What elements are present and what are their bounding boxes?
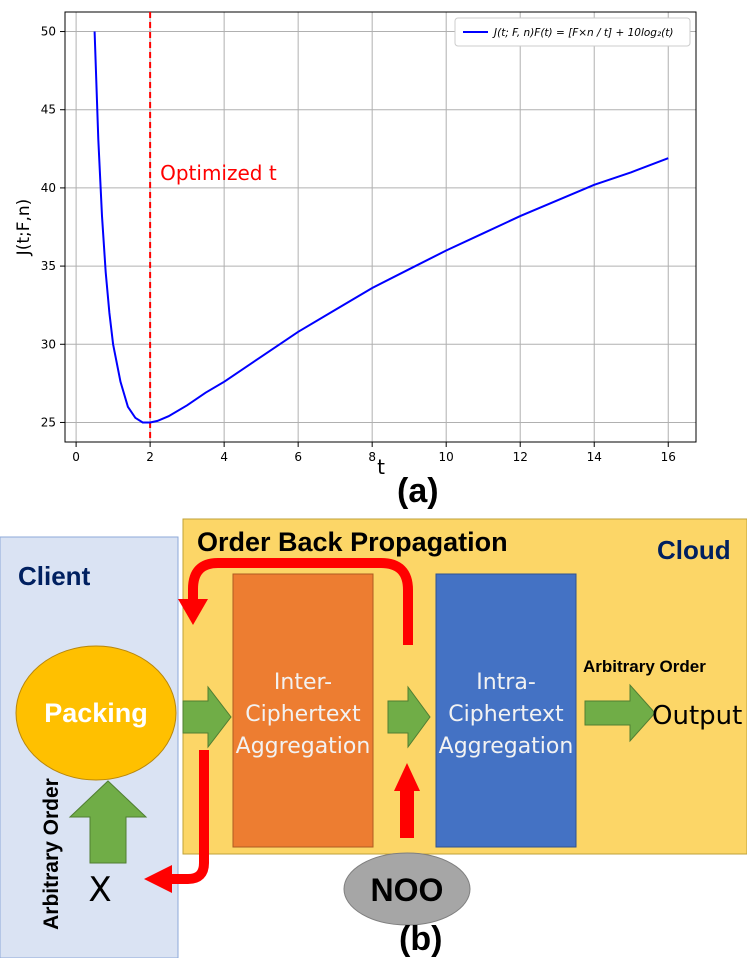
y-tick-label: 50 bbox=[41, 25, 56, 39]
y-tick-label: 25 bbox=[41, 415, 56, 429]
intra-label-line1: Intra- bbox=[476, 670, 536, 695]
order-back-arrow-head bbox=[178, 599, 208, 625]
y-tick-label: 30 bbox=[41, 337, 56, 351]
arrow-to-x-head bbox=[144, 865, 172, 893]
x-label: X bbox=[88, 870, 111, 910]
noo-label: NOO bbox=[371, 872, 444, 908]
arrow-packing-to-inter bbox=[182, 685, 232, 749]
legend-box bbox=[454, 17, 691, 47]
packing-node bbox=[15, 645, 177, 781]
arbitrary-order-side-label: Arbitrary Order bbox=[40, 778, 63, 930]
x-tick-label: 10 bbox=[439, 450, 454, 464]
arrow-x-to-packing bbox=[68, 780, 148, 864]
x-tick-label: 2 bbox=[146, 450, 154, 464]
x-tick-label: 12 bbox=[513, 450, 528, 464]
cloud-label: Cloud bbox=[657, 535, 731, 565]
order-back-propagation-label: Order Back Propagation bbox=[197, 527, 508, 557]
order-back-arrow-path bbox=[188, 558, 413, 645]
series-line bbox=[93, 31, 669, 424]
inter-label-line3: Aggregation bbox=[236, 734, 371, 759]
y-tick-label: 40 bbox=[41, 181, 56, 195]
x-tick-label: 6 bbox=[294, 450, 302, 464]
client-label: Client bbox=[18, 561, 91, 591]
x-axis-label: t bbox=[377, 455, 385, 479]
chart-ticks: 0 2 4 6 8 10 12 14 16 25 30 35 40 45 50 bbox=[41, 25, 676, 464]
arrow-inter-to-intra bbox=[387, 685, 431, 749]
y-tick-label: 45 bbox=[41, 103, 56, 117]
intra-ciphertext-box bbox=[435, 573, 577, 848]
caption-a: (a) bbox=[397, 472, 439, 510]
legend-entry: J(t; F, n)F(t) = [F×n / t] + 10log₂(t) bbox=[492, 27, 674, 39]
x-tick-label: 14 bbox=[587, 450, 602, 464]
intra-label-line3: Aggregation bbox=[439, 734, 574, 759]
intra-label-line2: Ciphertext bbox=[448, 702, 564, 727]
inter-ciphertext-box bbox=[232, 573, 374, 848]
inter-label-line2: Ciphertext bbox=[245, 702, 361, 727]
noo-node bbox=[343, 852, 471, 926]
plot-frame bbox=[64, 11, 697, 443]
legend: J(t; F, n)F(t) = [F×n / t] + 10log₂(t) bbox=[454, 17, 691, 47]
arrow-noo-head bbox=[394, 763, 420, 791]
architecture-diagram: Client Cloud Order Back Propagation Pack… bbox=[0, 518, 747, 958]
arrow-noo-shaft bbox=[400, 788, 414, 838]
line-chart: 0 2 4 6 8 10 12 14 16 25 30 35 40 45 50 Optimized t J(… bbox=[14, 11, 697, 479]
inter-label-line1: Inter- bbox=[274, 670, 332, 695]
chart-grid bbox=[65, 12, 696, 442]
y-tick-label: 35 bbox=[41, 259, 56, 273]
arrow-to-x-path bbox=[170, 750, 209, 884]
x-tick-label: 16 bbox=[661, 450, 676, 464]
arbitrary-order-top-label: Arbitrary Order bbox=[583, 657, 706, 676]
packing-label: Packing bbox=[44, 698, 148, 728]
x-tick-label: 8 bbox=[368, 450, 376, 464]
optimized-t-label: Optimized t bbox=[160, 161, 277, 185]
x-tick-label: 4 bbox=[220, 450, 228, 464]
y-axis-label: J(t;F,n) bbox=[14, 199, 34, 257]
x-tick-label: 0 bbox=[72, 450, 80, 464]
caption-b: (b) bbox=[399, 920, 443, 958]
arrow-intra-to-output bbox=[584, 683, 656, 743]
output-label: Output bbox=[652, 701, 742, 731]
